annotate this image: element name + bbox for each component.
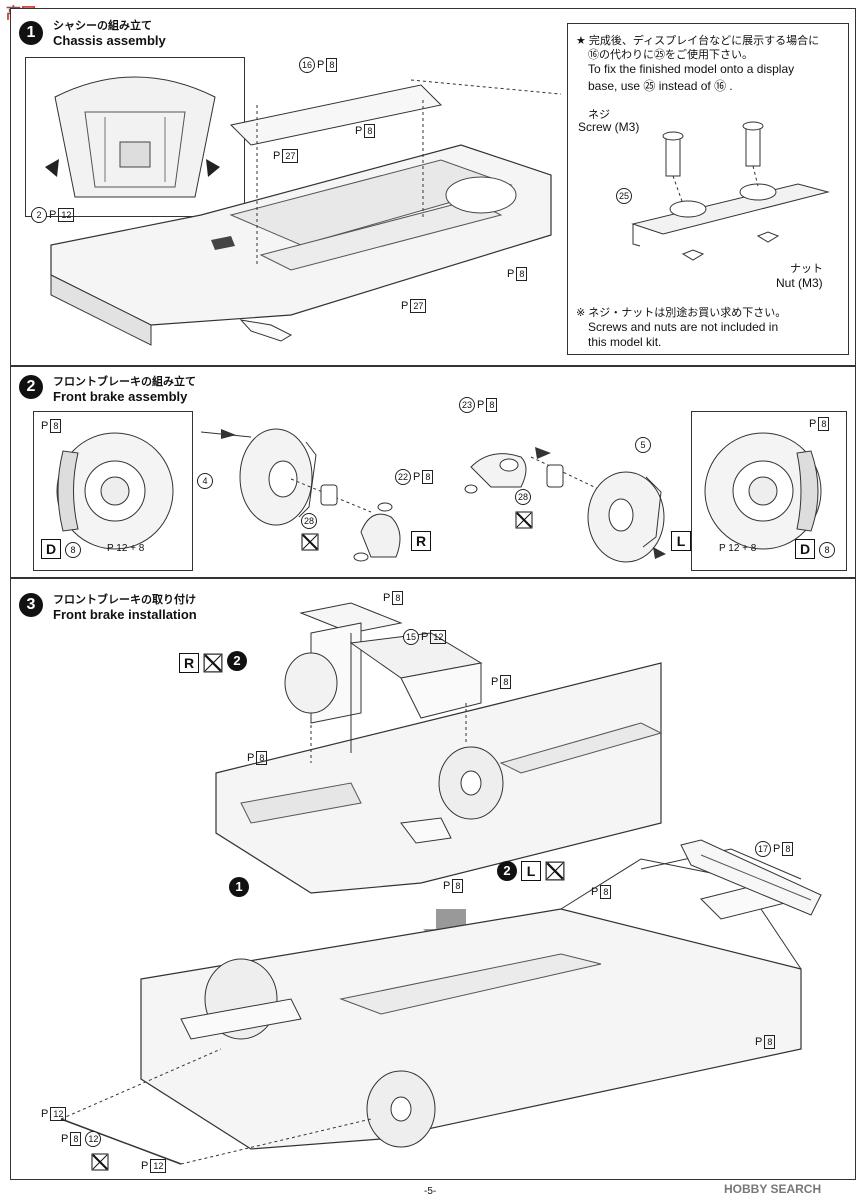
chassis-completed-drawing [60, 848, 802, 1165]
step3-title-jp: フロントブレーキの取り付け [53, 594, 196, 606]
step3-panel: 3 フロントブレーキの取り付け Front brake installation [10, 578, 856, 1180]
right-detail-combo: P 12 + 8 [719, 543, 757, 554]
note-line1-jp: ★ 完成後、ディスプレイ台などに展示する場合に [576, 35, 820, 47]
no-glue-icon-right [515, 511, 533, 529]
note-footer-en2: this model kit. [588, 335, 662, 349]
front-brake-install-drawing [215, 602, 663, 894]
note-line2-jp: ⑯の代わりに㉕をご使用下さい。 [588, 49, 753, 61]
chassis-inset-drawing [25, 57, 245, 217]
side-l-badge: L [671, 531, 691, 551]
step1-number: 1 [19, 21, 43, 45]
watermark-hobby-search: HOBBY SEARCH [724, 1182, 822, 1196]
step1-title-en: Chassis assembly [53, 33, 166, 48]
right-brake-exploded [464, 447, 666, 563]
screw-label-jp: ネジ [588, 109, 610, 121]
page-number: -5- [424, 1186, 437, 1197]
part-28-right-label: 28 [515, 489, 533, 505]
step2-number: 2 [19, 375, 43, 399]
base-step-ref: 1 [229, 877, 249, 897]
note-line1-en: To fix the finished model onto a display [588, 62, 795, 76]
no-glue-icon [301, 533, 319, 551]
nut-label-en: Nut (M3) [776, 276, 823, 290]
note-footer-jp: ※ ネジ・ナットは別途お買い求め下さい。 [576, 307, 787, 319]
sub-l-badge: L [521, 861, 541, 881]
step3-title-en: Front brake installation [53, 607, 197, 622]
step2-title-en: Front brake assembly [53, 389, 188, 404]
part-17-drawing [680, 839, 822, 916]
no-glue-icon-sub-l [545, 861, 565, 881]
sub-r-badge: R [179, 653, 199, 673]
no-glue-icon-sub-r [203, 653, 223, 673]
part-5-label: 5 [635, 437, 653, 453]
side-r-badge: R [411, 531, 431, 551]
step3-number: 3 [19, 593, 43, 617]
part25-label: 25 [616, 188, 634, 204]
left-detail-decal-no: 8 [65, 542, 83, 558]
left-brake-exploded [201, 428, 401, 562]
step1-title-jp: シャシーの組み立て [53, 20, 152, 32]
note-line2-en: base, use ㉕ instead of ⑯ . [588, 79, 733, 93]
step2-title-jp: フロントブレーキの組み立て [53, 376, 196, 388]
sub-l-step-ref: 2 [497, 861, 517, 881]
nut-label-jp: ナット [790, 263, 823, 275]
right-detail-decal-no: 8 [819, 542, 837, 558]
screw-label-en: Screw (M3) [578, 120, 640, 134]
right-detail-decal: D [795, 539, 815, 559]
note-footer-en1: Screws and nuts are not included in [588, 320, 779, 334]
left-detail-combo: P 12 + 8 [107, 543, 145, 554]
sub-r-step-ref: 2 [227, 651, 247, 671]
part-4-label: 4 [197, 473, 215, 489]
display-base-drawing [631, 121, 830, 261]
left-detail-decal: D [41, 539, 61, 559]
part-28-left-label: 28 [301, 513, 319, 529]
chassis-main-drawing [50, 79, 561, 346]
no-glue-icon-rod [91, 1153, 109, 1171]
display-base-note: ★ 完成後、ディスプレイ台などに展示する場合に ⑯の代わりに㉕をご使用下さい。 … [567, 23, 849, 355]
